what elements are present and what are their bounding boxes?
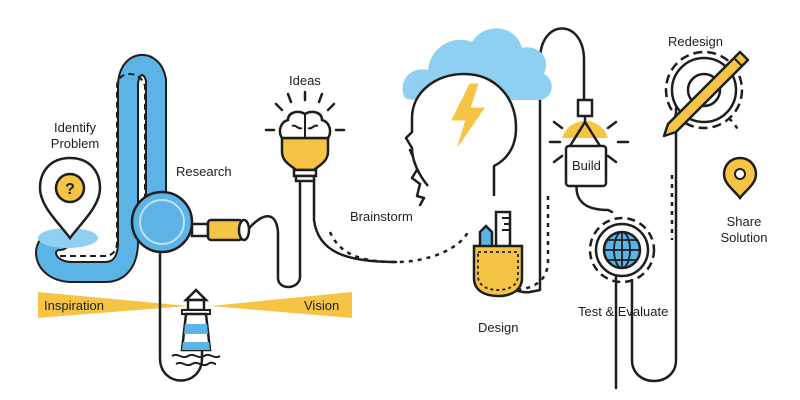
gear-pencil-icon bbox=[662, 50, 750, 138]
share-solution-line2: Solution bbox=[720, 230, 768, 245]
pocket-pencil-ruler-icon bbox=[472, 210, 524, 298]
test-evaluate-label: Test & Evaluate bbox=[578, 304, 669, 319]
vision-beam bbox=[210, 292, 352, 318]
research-label: Research bbox=[176, 164, 232, 179]
globe-gear-icon bbox=[588, 216, 656, 284]
identify-problem-label: Identify Problem bbox=[40, 120, 110, 152]
redesign-label: Redesign bbox=[668, 34, 723, 49]
lightbulb-brain-icon bbox=[264, 90, 346, 183]
lighthouse-icon bbox=[171, 288, 221, 367]
design-label: Design bbox=[478, 320, 519, 335]
ideas-label: Ideas bbox=[289, 73, 321, 88]
inspiration-label: Inspiration bbox=[44, 298, 104, 313]
blue-pipe bbox=[35, 54, 167, 283]
brainstorm-label: Brainstorm bbox=[350, 209, 413, 224]
question-map-pin-icon: ? bbox=[38, 156, 102, 248]
vision-label: Vision bbox=[304, 298, 340, 313]
svg-text:?: ? bbox=[65, 181, 75, 198]
share-solution-line1: Share bbox=[726, 214, 762, 229]
share-solution-label: Share Solution bbox=[710, 214, 778, 246]
identify-problem-line1: Identify bbox=[54, 120, 96, 135]
crane-hook-build-box-icon bbox=[548, 98, 630, 188]
location-pin-icon bbox=[722, 156, 758, 201]
head-cloud-lightning-icon bbox=[402, 28, 552, 196]
inspiration-beam bbox=[38, 292, 188, 318]
identify-problem-line2: Problem bbox=[50, 136, 100, 151]
build-label: Build bbox=[572, 158, 601, 173]
magnifying-glass-icon bbox=[130, 190, 251, 254]
